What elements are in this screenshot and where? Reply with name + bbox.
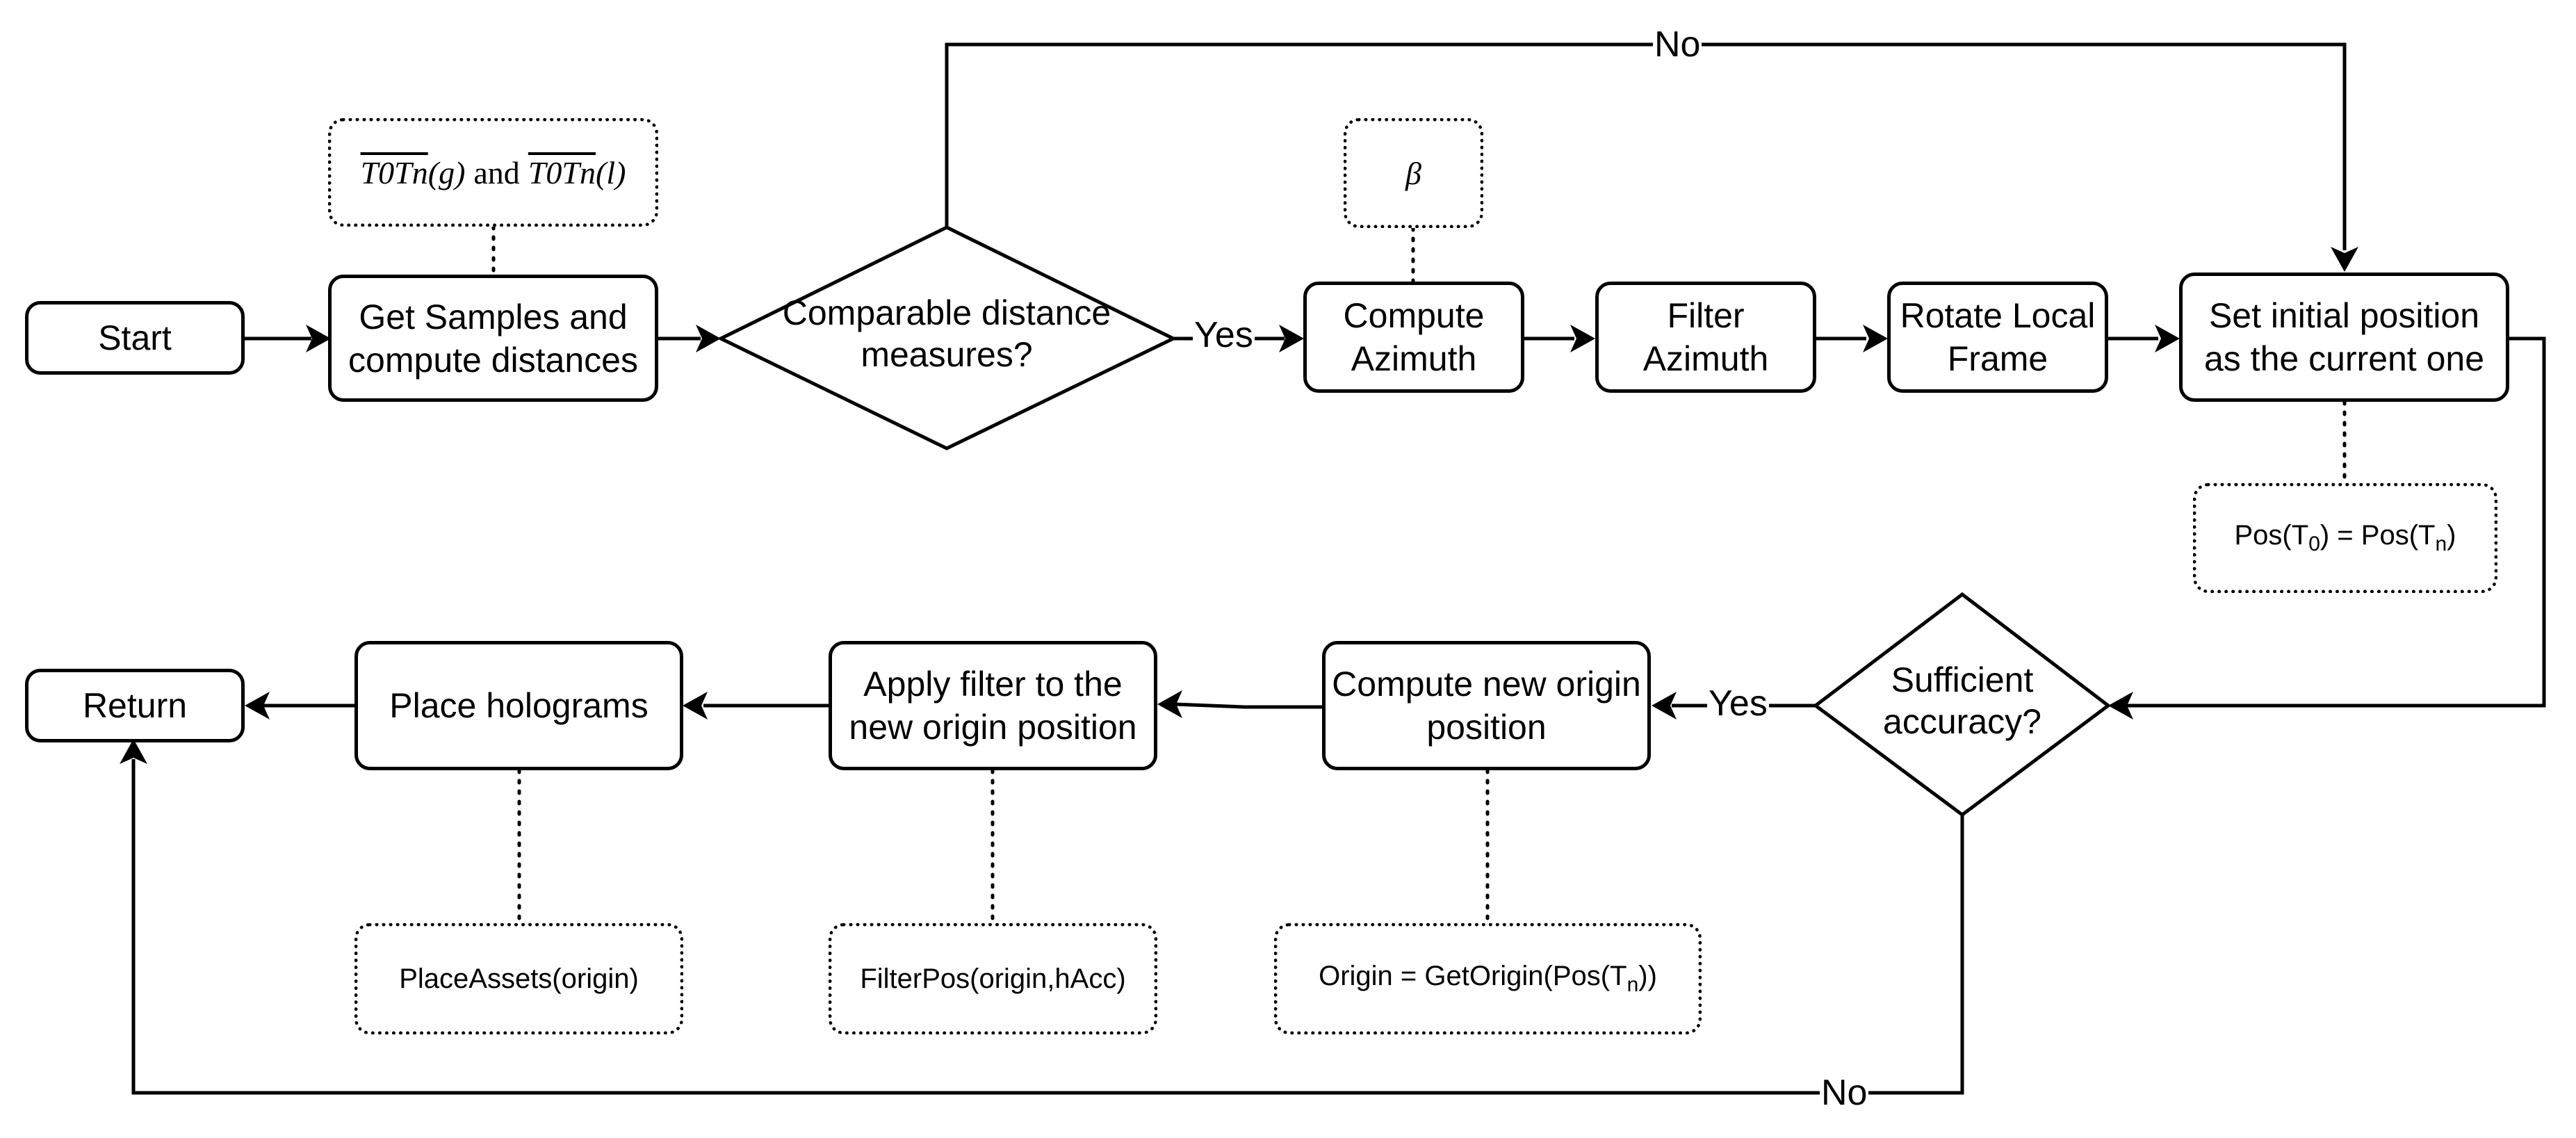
pos-end-text: )	[2447, 520, 2456, 551]
edge-accuracy-no-to-return	[131, 759, 1964, 1095]
edge-set-to-accuracy	[2127, 336, 2546, 708]
edge-label-yes-distance: Yes	[1193, 315, 1255, 355]
return-label: Return	[82, 686, 188, 725]
get-samples-step: Get Samples and compute distances	[328, 275, 658, 402]
arrowhead	[683, 692, 708, 720]
rotate-frame-label: Rotate Local Frame	[1900, 296, 2096, 378]
pos-sub-n: n	[2435, 533, 2447, 555]
origin-sub-n: n	[1627, 973, 1639, 996]
place-holograms-label: Place holograms	[389, 686, 649, 725]
arrowhead	[696, 325, 721, 352]
vector-t0tn-g: T0Tn	[360, 154, 428, 190]
apply-filter-label: Apply filter to the new origin position	[849, 665, 1137, 747]
apply-filter-step: Apply filter to the new origin position	[829, 641, 1157, 770]
arrowhead	[120, 739, 147, 764]
pos-mid-text: ) = Pos(T	[2320, 520, 2436, 551]
arrowhead	[1863, 325, 1888, 352]
rotate-frame-step: Rotate Local Frame	[1887, 282, 2108, 393]
get-origin-note: Origin = GetOrigin(Pos(Tn))	[1274, 923, 1702, 1034]
compute-origin-label: Compute new origin position	[1332, 665, 1641, 747]
filter-azimuth-step: Filter Azimuth	[1595, 282, 1816, 393]
arrowhead	[2155, 325, 2180, 352]
pos-left-text: Pos(T	[2234, 520, 2309, 551]
compute-azimuth-label: Compute Azimuth	[1343, 296, 1485, 378]
vector-t0tn-l: T0Tn	[528, 154, 596, 190]
arrowhead	[306, 325, 331, 352]
filterpos-note: FilterPos(origin,hAcc)	[829, 923, 1157, 1034]
filterpos-text: FilterPos(origin,hAcc)	[860, 963, 1126, 994]
beta-symbol: β	[1405, 155, 1421, 191]
pos-sub-0: 0	[2308, 533, 2320, 555]
vector-l-arg: (l)	[595, 154, 626, 190]
arrowhead	[2108, 692, 2133, 720]
set-initial-label: Set initial position as the current one	[2203, 296, 2485, 378]
arrowhead	[1652, 692, 1677, 720]
origin-end-text: ))	[1638, 961, 1657, 991]
edge-label-no-distance: No	[1653, 24, 1702, 65]
decision-distance-diamond	[717, 225, 1177, 450]
arrowhead	[2331, 247, 2358, 272]
placeassets-text: PlaceAssets(origin)	[399, 963, 639, 994]
compute-azimuth-step: Compute Azimuth	[1303, 282, 1524, 393]
edge-label-no-accuracy: No	[1820, 1073, 1869, 1113]
decision-accuracy-text: Sufficient accuracy?	[1854, 659, 2070, 742]
get-samples-label: Get Samples and compute distances	[348, 297, 638, 380]
edge-no-loop	[945, 42, 2347, 250]
place-holograms-step: Place holograms	[354, 641, 683, 770]
decision-distance-label: Comparable distance measures?	[782, 293, 1111, 374]
origin-left-text: Origin = GetOrigin(Pos(T	[1319, 961, 1627, 991]
arrowhead	[1279, 325, 1304, 352]
set-initial-step: Set initial position as the current one	[2179, 273, 2509, 402]
samples-vector-note: T0Tn(g) and T0Tn(l)	[328, 118, 658, 227]
pos-equality-note: Pos(T0) = Pos(Tn)	[2193, 483, 2497, 593]
placeassets-note: PlaceAssets(origin)	[354, 923, 683, 1034]
edge-origin-to-filter	[1174, 702, 1322, 709]
vector-and-text: and	[473, 154, 520, 190]
arrowhead	[245, 692, 270, 720]
start-label: Start	[98, 318, 172, 357]
arrowhead	[1157, 690, 1182, 718]
edge-label-yes-accuracy: Yes	[1707, 683, 1769, 724]
filter-azimuth-label: Filter Azimuth	[1642, 296, 1769, 378]
compute-origin-step: Compute new origin position	[1322, 641, 1651, 770]
decision-distance-text: Comparable distance measures?	[759, 292, 1134, 375]
arrowhead	[1570, 325, 1595, 352]
decision-accuracy-label: Sufficient accuracy?	[1883, 660, 2041, 741]
beta-note: β	[1344, 118, 1483, 228]
return-terminal: Return	[25, 669, 245, 742]
vector-g-arg: (g)	[427, 154, 466, 190]
start-terminal: Start	[25, 301, 245, 375]
